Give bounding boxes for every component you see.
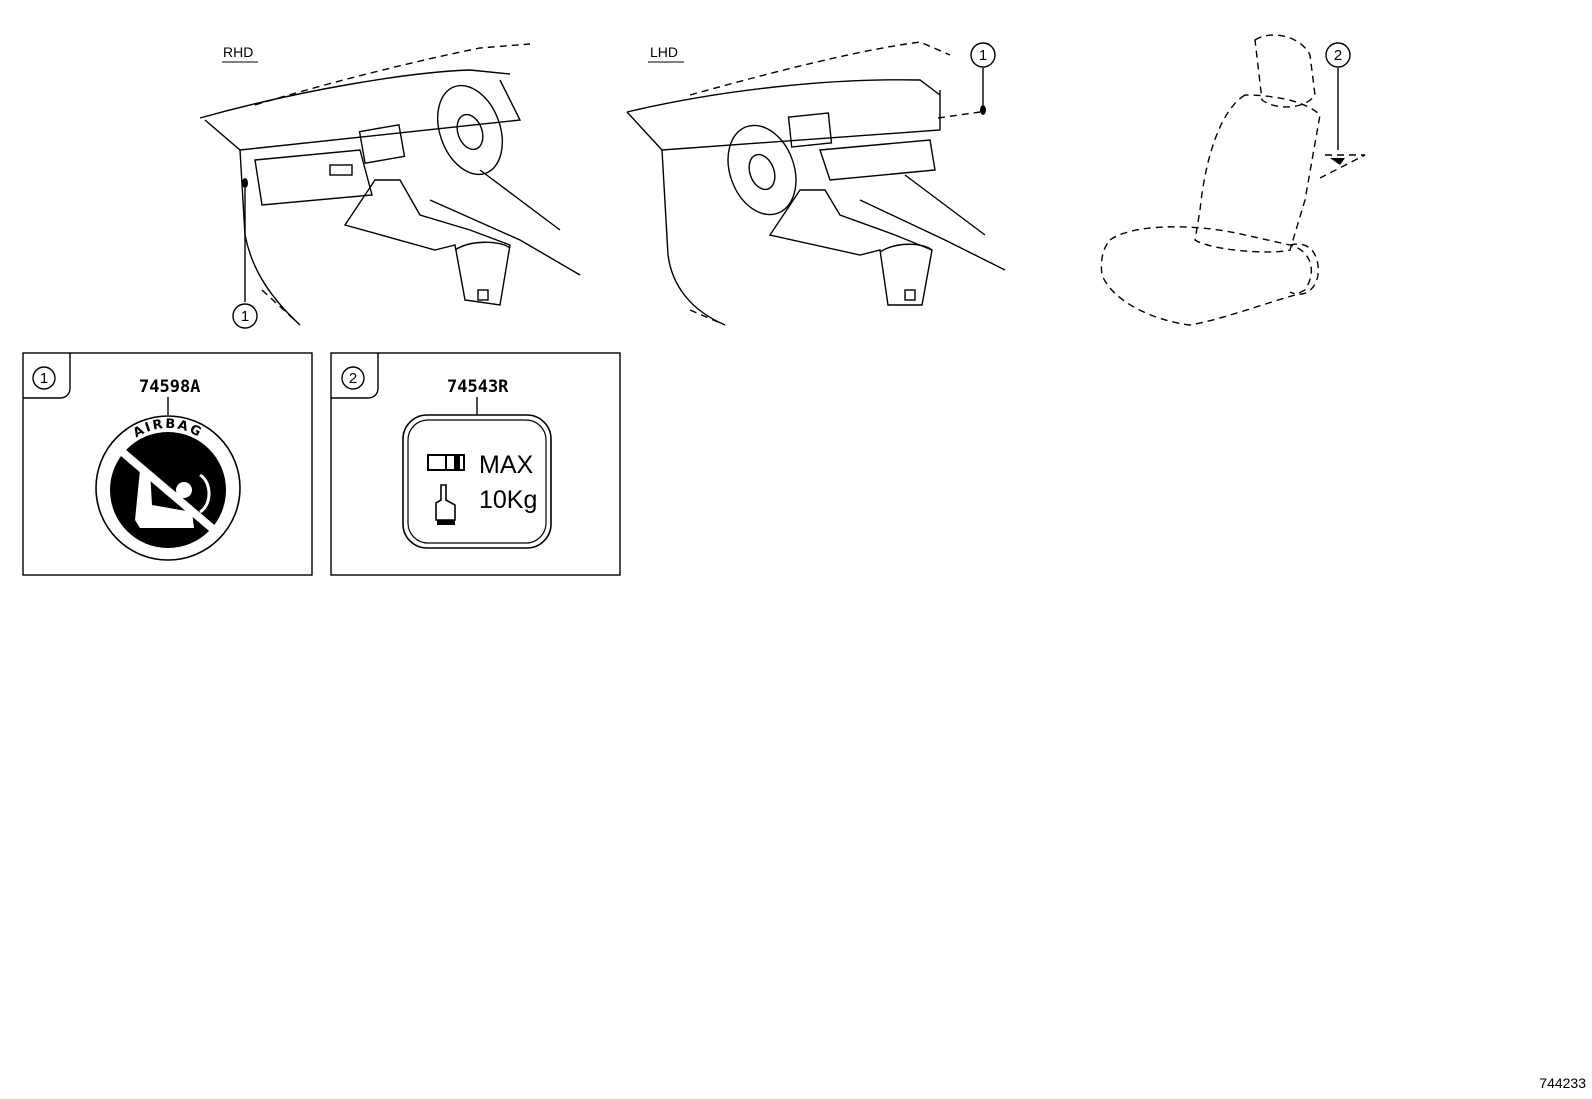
part-1-callout: 1: [40, 370, 48, 387]
airbag-warning-label: AIRBAG: [95, 415, 241, 561]
pointing-hand-icon: [435, 484, 456, 525]
part-2-callout: 2: [349, 370, 357, 387]
max-load-label: MAX 10Kg: [402, 414, 552, 549]
part-1-number: 74598A: [139, 377, 200, 397]
drawing-number: 744233: [1539, 1075, 1586, 1091]
part-2-detail: 2 74543R MAX 10Kg: [330, 352, 621, 576]
seat-view: 2: [1100, 34, 1366, 326]
lhd-label: LHD: [650, 44, 678, 60]
part-1-detail: 1 74598A AIRBAG: [22, 352, 313, 576]
rhd-label: RHD: [223, 44, 253, 60]
callout-1-rhd: 1: [241, 308, 249, 325]
callout-1-lhd: 1: [979, 47, 987, 64]
lhd-dashboard-view: LHD 1: [626, 41, 1006, 326]
part-2-number: 74543R: [447, 377, 509, 397]
manual-info-icon: [427, 454, 465, 471]
load-text: 10Kg: [479, 486, 537, 514]
rhd-dashboard-view: RHD 1: [199, 43, 581, 329]
callout-2-seat: 2: [1334, 47, 1342, 64]
max-text: MAX: [479, 451, 534, 479]
